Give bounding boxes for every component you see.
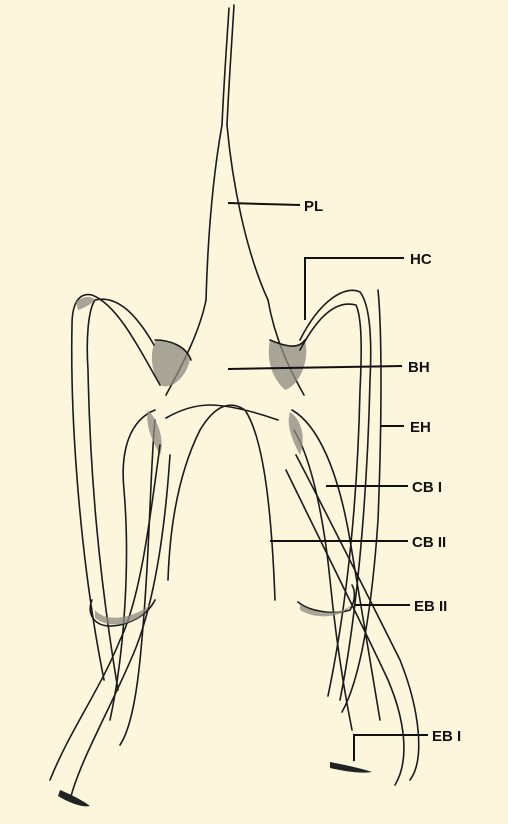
ceratobranchial-1-left: [110, 410, 162, 745]
leader-lines: [228, 203, 428, 761]
label-eb1: EB I: [432, 728, 461, 745]
label-eh: EH: [410, 419, 431, 436]
epibranchial-1-tips: [58, 762, 372, 806]
eb1-leader: [354, 735, 428, 761]
epihyal-left: [72, 295, 160, 690]
label-hc: HC: [410, 251, 432, 268]
processus-lingualis: [206, 5, 268, 300]
hypohyal-left: [152, 340, 191, 386]
label-pl: PL: [304, 198, 323, 215]
label-bh: BH: [408, 359, 430, 376]
bh-leader: [228, 366, 402, 369]
label-cb2: CB II: [412, 534, 446, 551]
label-cb1: CB I: [412, 479, 442, 496]
label-eb2: EB II: [414, 598, 447, 615]
